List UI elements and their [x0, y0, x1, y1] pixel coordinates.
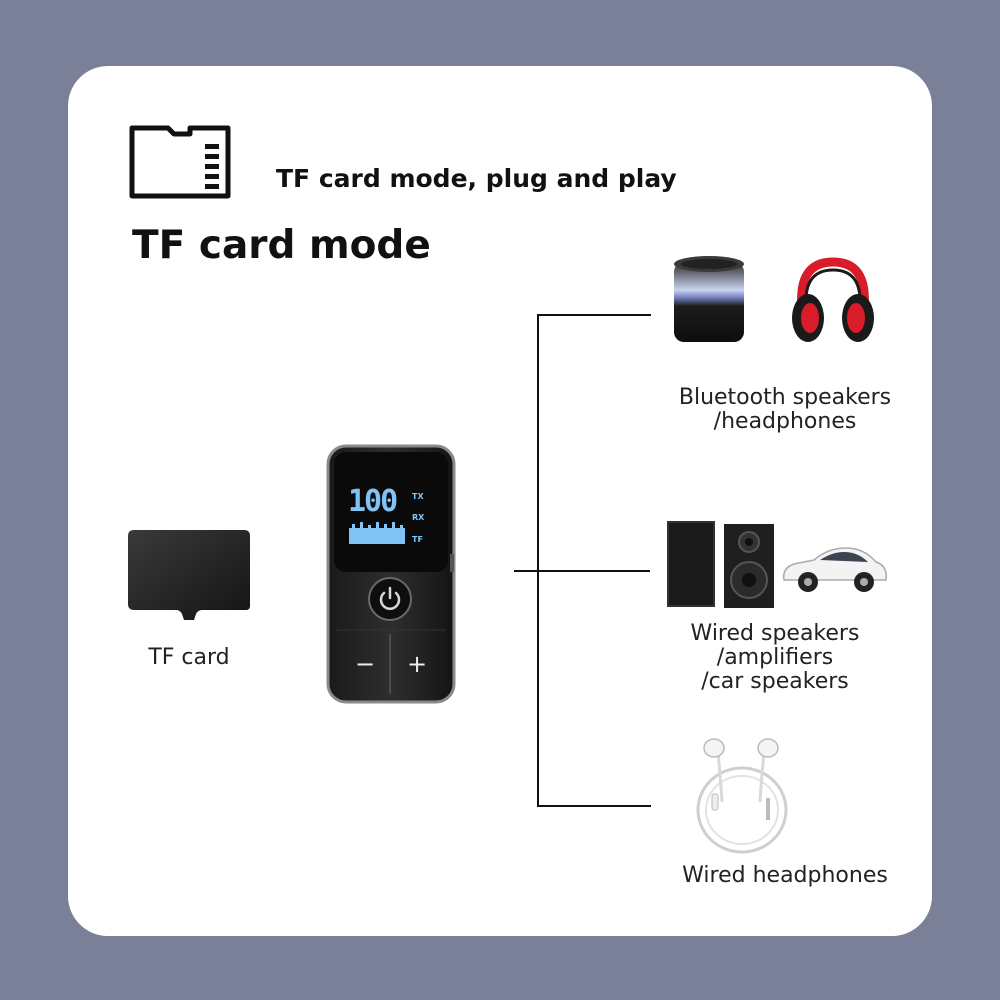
indicator-rx: RX [412, 513, 425, 522]
wireless-headphones-image [790, 256, 876, 346]
bookshelf-speaker-image [666, 520, 716, 608]
connector-line-top [537, 314, 651, 316]
bluetooth-label-line2: /headphones [713, 409, 857, 434]
tf-card-image [128, 530, 250, 620]
connector-line-main [514, 570, 650, 572]
volume-up-button[interactable]: + [406, 650, 428, 678]
wired-speakers-label-line3: /car speakers [701, 669, 849, 694]
mode-subtitle: TF card mode, plug and play [276, 164, 677, 193]
wired-speakers-label-line2: /amplifiers [716, 645, 834, 670]
content-card: TF card mode, plug and play TF card mode… [68, 66, 932, 936]
display-value: 100 [348, 484, 398, 519]
sd-card-icon [128, 124, 232, 200]
power-button[interactable] [367, 576, 413, 622]
indicator-tf: TF [412, 535, 423, 544]
connector-line-vertical [537, 314, 539, 807]
volume-down-button[interactable]: − [354, 650, 376, 678]
connector-line-bottom [537, 805, 651, 807]
bluetooth-receiver-device [326, 444, 458, 704]
wired-earphones-image [692, 732, 792, 856]
page-title: TF card mode [132, 223, 431, 268]
car-image [780, 542, 890, 598]
bluetooth-speaker-image [670, 254, 748, 346]
wired-headphones-label: Wired headphones [682, 863, 888, 888]
power-icon [368, 577, 412, 621]
tf-card-label: TF card [148, 645, 230, 670]
floor-speaker-image [722, 522, 776, 610]
equalizer-bars [349, 522, 405, 544]
wired-speakers-label-line1: Wired speakers [690, 621, 860, 646]
indicator-tx: TX [412, 492, 424, 501]
bluetooth-label-line1: Bluetooth speakers [678, 385, 892, 410]
